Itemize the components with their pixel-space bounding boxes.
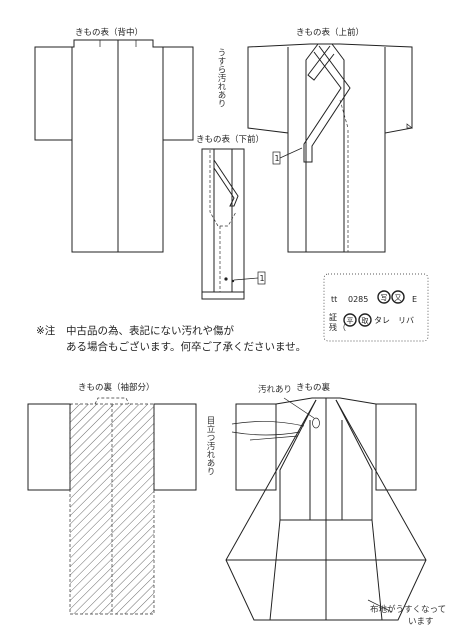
sleeve-lining-view-title: きもの裏（袖部分） (78, 382, 155, 393)
stamp-char-3: 平 (347, 317, 354, 325)
front-collar-left (307, 45, 335, 81)
stamp-paren: （ (338, 323, 346, 332)
lining-lower-right (371, 519, 383, 621)
front-lower-stain-dot-1 (224, 277, 228, 281)
stamp-circle-1 (377, 290, 391, 304)
lining-view-title: きもの裏 (296, 382, 331, 393)
stamp-circle-3 (343, 313, 357, 327)
svg-text:1: 1 (275, 154, 280, 163)
front-lower-view: きもの表（下前） 1 (196, 134, 266, 300)
lining-stain-mark (312, 417, 320, 429)
note-prefix: ※注 (36, 324, 56, 337)
stamp-circle-4 (358, 313, 372, 327)
stamp-code: 0285 (348, 295, 368, 304)
marker-box-lower: 1 (233, 271, 266, 285)
stain-light-label: うすら汚れあり (216, 48, 226, 108)
front-upper-view-title: きもの表（上前） (296, 27, 364, 38)
front-lower-stain-dot-2 (231, 279, 235, 283)
lining-stain-leader (283, 397, 315, 419)
front-lower-collar (213, 159, 239, 207)
stamp-char-4: 取 (362, 317, 369, 325)
fabric-thin-label-2: います (408, 617, 434, 627)
lining-stain-label: 汚れあり (258, 384, 292, 395)
fabric-thin-label-1: 布地がうすくなって (370, 604, 446, 615)
front-collar-band (303, 45, 351, 163)
note-line-2: ある場合もございます。何卒ご了承くださいませ。 (66, 340, 306, 353)
fabric-thin-leader (367, 599, 393, 613)
back-view-title: きもの表（背中） (75, 27, 143, 38)
marker-box-upper: 1 (272, 147, 303, 165)
front-lower-dashed (209, 150, 237, 227)
stamp-remain: 残 (329, 322, 337, 332)
stamp-riba: リバ (398, 316, 414, 325)
stamp-border (323, 273, 429, 342)
lining-right-sleeve (375, 403, 417, 491)
back-view-outline (34, 39, 194, 253)
front-upper-view: きもの表（上前） 1 (247, 27, 413, 253)
front-sleeve-mark (406, 123, 413, 129)
noticeable-stain-leader-1 (231, 421, 305, 427)
stamp-e: E (412, 295, 417, 304)
stamp-char-1: 写 (381, 294, 388, 302)
sleeve-lining-view: きもの裏（袖部分） (27, 382, 197, 615)
stamp-tare: タレ (374, 316, 390, 325)
back-view: きもの表（背中） (34, 27, 194, 253)
disclaimer-note: ※注 中古品の為、表記にない汚れや傷が ある場合もございます。何卒ご了承ください… (36, 324, 306, 353)
stamp-proof: 証 (329, 312, 337, 322)
lining-left-sleeve (235, 403, 277, 491)
sleeve-lining-collar-dashed (94, 397, 130, 405)
front-lower-view-title: きもの表（下前） (196, 134, 264, 145)
inspection-stamp: tt 0285 写 又 E 証 残 （ 平 取 タレ リバ (323, 273, 429, 342)
stamp-circle-2 (391, 290, 405, 304)
lining-lower-left (269, 519, 281, 621)
lining-view: きもの裏 (225, 382, 427, 621)
noticeable-stain-leader-2 (231, 431, 301, 436)
front-upper-outline (247, 43, 413, 253)
noticeable-stain-label: 目立つ汚れあり (205, 416, 215, 476)
stamp-tt: tt (331, 295, 337, 304)
front-lower-outline (201, 148, 245, 300)
noticeable-stain-leader-3 (249, 435, 299, 441)
front-left-panel-line (305, 43, 319, 252)
svg-text:1: 1 (260, 274, 265, 283)
front-right-panel-line (331, 43, 345, 252)
stamp-char-2: 又 (395, 294, 402, 302)
note-line-1: 中古品の為、表記にない汚れや傷が (66, 324, 234, 337)
